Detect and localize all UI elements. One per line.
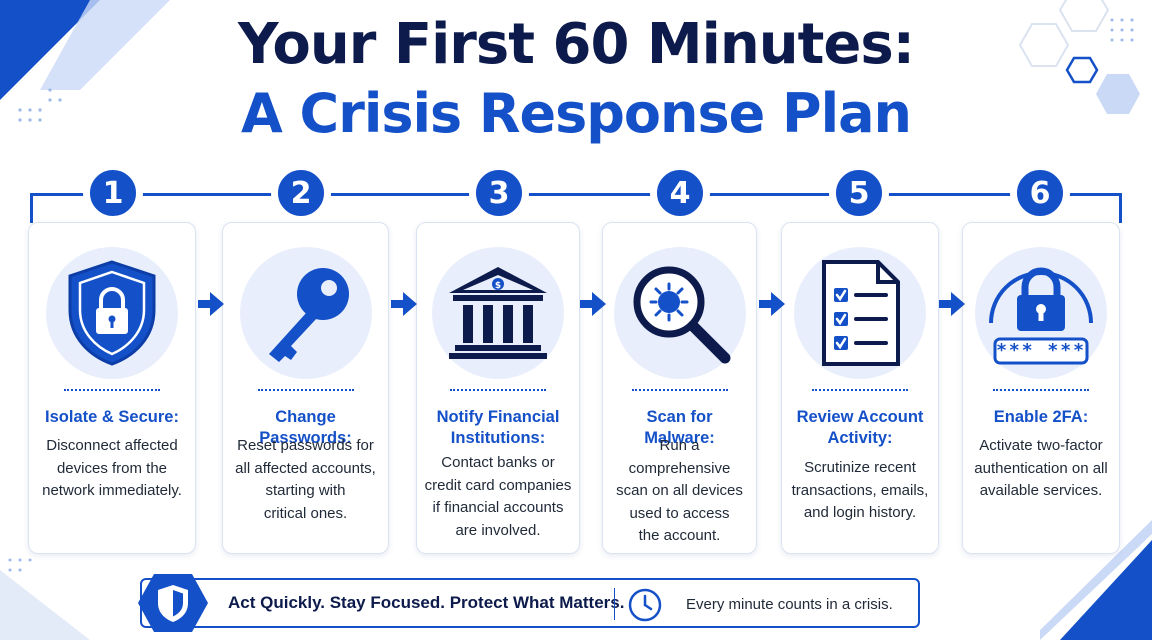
corner-decoration-bottom-right xyxy=(1040,520,1152,640)
icon-background xyxy=(46,247,178,379)
lock-password-icon xyxy=(989,267,1093,365)
step-number-6: 6 xyxy=(1012,165,1068,221)
step-number-5: 5 xyxy=(831,165,887,221)
step-description: Activate two-factor authentication on al… xyxy=(974,437,1108,499)
step-description: Disconnect affected devices from the net… xyxy=(42,437,182,499)
step-number-3: 3 xyxy=(471,165,527,221)
divider-dots xyxy=(993,389,1089,391)
arrow-right-icon xyxy=(198,292,224,316)
timeline-end-left xyxy=(30,193,33,223)
hexagon-decoration-top-right xyxy=(1018,0,1140,114)
divider-dots xyxy=(257,389,354,391)
footer-tagline: Act Quickly. Stay Focused. Protect What … xyxy=(228,593,625,612)
step-description: Contact banks or credit card companies i… xyxy=(424,454,572,539)
icon-background xyxy=(975,247,1107,379)
clock-icon xyxy=(628,588,662,622)
page-title: Your First 60 Minutes: xyxy=(237,12,915,77)
divider-dots xyxy=(631,389,728,391)
step-number-1: 1 xyxy=(85,165,141,221)
malware-scan-icon xyxy=(633,266,730,364)
step-card-passwords: Change Passwords: Reset passwords for al… xyxy=(222,222,389,554)
corner-decoration-top-left xyxy=(0,0,170,122)
step-title: Enable 2FA: xyxy=(993,408,1089,426)
step-card-2fa: *** *** Enable 2FA: Activate two-factor … xyxy=(962,222,1120,554)
divider-dots xyxy=(450,389,546,391)
icon-background xyxy=(794,247,926,379)
step-title: Notify Financial Institutions: xyxy=(436,408,560,447)
step-title: Scan for Malware: xyxy=(644,408,715,447)
arrow-right-icon xyxy=(939,292,965,316)
step-description: Reset passwords for all affected account… xyxy=(235,437,376,522)
footer-banner xyxy=(140,578,920,628)
corner-decoration-bottom-left xyxy=(0,558,90,640)
step-card-review: Review Account Activity: Scrutinize rece… xyxy=(781,222,939,554)
step-card-notify: $ Notify Financial Institutions: Contact… xyxy=(416,222,580,554)
step-title: Isolate & Secure: xyxy=(45,408,179,426)
step-card-isolate: Isolate & Secure: Disconnect affected de… xyxy=(28,222,196,554)
divider-dots xyxy=(812,389,908,391)
step-card-scan: Scan for Malware: Run a comprehensive sc… xyxy=(602,222,757,554)
checklist-document-icon xyxy=(822,260,900,366)
password-mask: *** *** xyxy=(996,340,1086,361)
icon-background: $ xyxy=(432,247,564,379)
shield-lock-icon xyxy=(68,260,156,366)
svg-text:$: $ xyxy=(495,281,501,291)
page-subtitle: A Crisis Response Plan xyxy=(240,82,912,145)
step-description: Run a comprehensive scan on all devices … xyxy=(616,437,743,544)
arrow-right-icon xyxy=(580,292,606,316)
step-title: Change Passwords: xyxy=(259,408,352,447)
arrow-right-icon xyxy=(759,292,785,316)
arrow-right-icon xyxy=(391,292,417,316)
step-number-2: 2 xyxy=(273,165,329,221)
timeline-end-right xyxy=(1119,193,1122,223)
icon-background xyxy=(239,247,372,379)
step-title: Review Account Activity: xyxy=(796,408,924,447)
timeline-line xyxy=(30,193,1122,196)
step-number-4: 4 xyxy=(652,165,708,221)
footer-note: Every minute counts in a crisis. xyxy=(686,596,893,613)
key-icon xyxy=(268,268,349,362)
bank-icon: $ xyxy=(449,267,547,359)
footer-divider xyxy=(614,588,615,620)
divider-dots xyxy=(64,389,160,391)
step-description: Scrutinize recent transactions, emails, … xyxy=(791,459,929,521)
shield-icon xyxy=(138,574,208,632)
icon-background xyxy=(613,247,746,379)
